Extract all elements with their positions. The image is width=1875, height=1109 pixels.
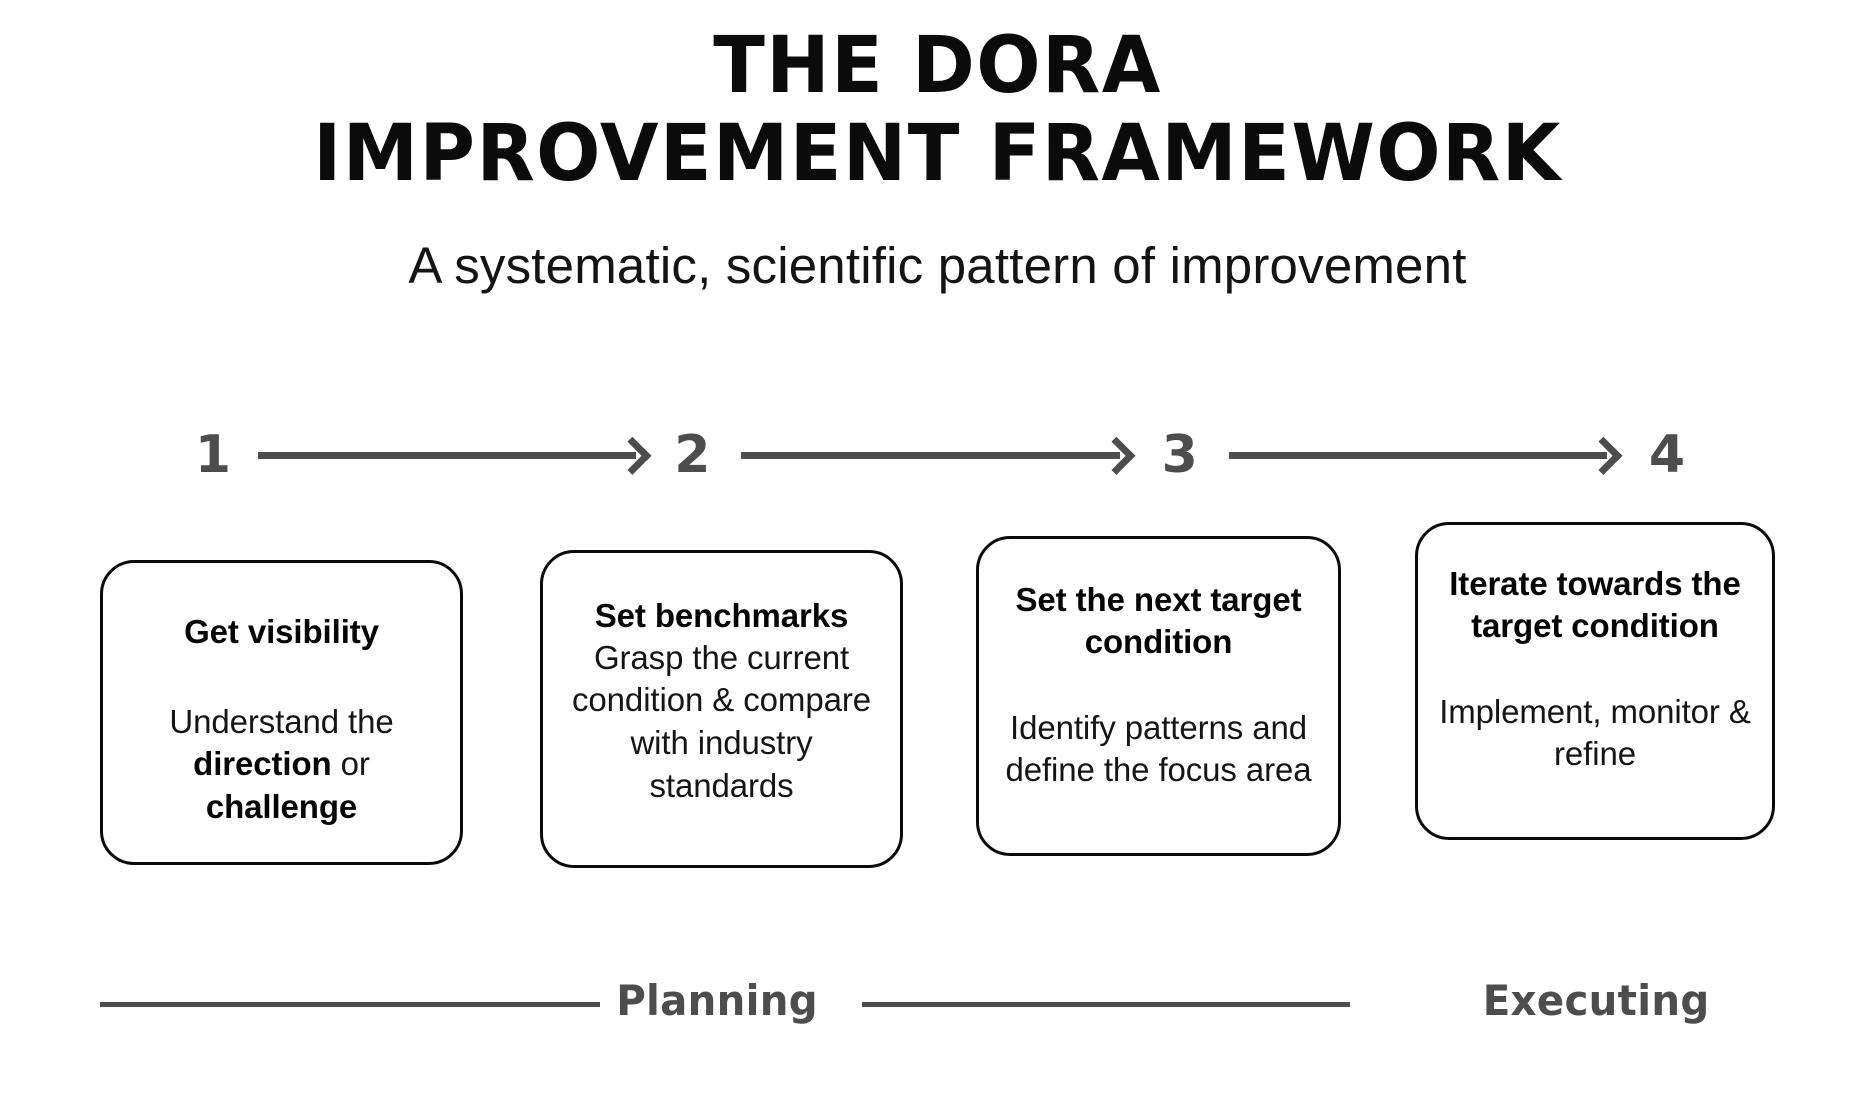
card-1-title: Get visibility bbox=[184, 613, 379, 650]
page-title: THE DORA IMPROVEMENT FRAMEWORK bbox=[28, 22, 1847, 198]
page-title-line-2: IMPROVEMENT FRAMEWORK bbox=[313, 109, 1562, 200]
phase-line-right bbox=[862, 1002, 1350, 1007]
framework-card-4: Iterate towards the target condition Imp… bbox=[1415, 522, 1775, 840]
card-1-body-bold-2: challenge bbox=[205, 788, 358, 826]
step-number-4: 4 bbox=[1648, 425, 1686, 485]
card-4-title: Iterate towards the target condition bbox=[1449, 565, 1741, 644]
arrow-shaft bbox=[741, 451, 1120, 459]
card-3-title: Set the next target condition bbox=[1015, 581, 1302, 660]
card-2-body: Grasp the current condition & compare wi… bbox=[572, 638, 871, 804]
phase-label-planning: Planning bbox=[616, 976, 818, 1025]
step-number-3: 3 bbox=[1161, 425, 1198, 485]
page-subtitle: A systematic, scientific pattern of impr… bbox=[408, 237, 1467, 295]
framework-card-1: Get visibility Understand the direction … bbox=[100, 560, 463, 865]
page-header: THE DORA IMPROVEMENT FRAMEWORK A systema… bbox=[0, 0, 1875, 294]
phase-label-executing: Executing bbox=[1482, 976, 1710, 1025]
page-title-line-1: THE DORA bbox=[713, 21, 1162, 111]
framework-card-2: Set benchmarks Grasp the current conditi… bbox=[540, 550, 903, 868]
step-number-2: 2 bbox=[674, 425, 711, 485]
card-1-body-mid: or bbox=[331, 745, 370, 783]
arrow-shaft bbox=[1228, 451, 1607, 459]
card-1-body: Understand the direction or challenge bbox=[119, 701, 444, 829]
arrow-head bbox=[1096, 436, 1136, 475]
step-sequence: 1 2 3 4 bbox=[190, 420, 1690, 490]
arrow-shaft bbox=[258, 451, 637, 459]
card-1-body-prefix: Understand the bbox=[169, 702, 394, 740]
arrow-icon-1-to-2 bbox=[258, 436, 652, 475]
phase-line-left bbox=[100, 1002, 600, 1007]
arrow-icon-2-to-3 bbox=[741, 436, 1136, 475]
step-number-1: 1 bbox=[194, 425, 232, 485]
card-4-body: Implement, monitor & refine bbox=[1439, 692, 1751, 773]
arrow-head bbox=[613, 436, 652, 475]
arrow-icon-3-to-4 bbox=[1228, 436, 1623, 475]
card-2-title: Set benchmarks bbox=[594, 597, 849, 634]
card-3-body: Identify patterns and define the focus a… bbox=[1005, 708, 1312, 789]
card-1-body-bold-1: direction bbox=[193, 745, 332, 783]
arrow-head bbox=[1584, 436, 1623, 475]
framework-card-row: Get visibility Understand the direction … bbox=[0, 522, 1875, 868]
phase-footer: Planning Executing bbox=[0, 968, 1875, 1038]
framework-card-3: Set the next target condition Identify p… bbox=[976, 536, 1341, 856]
